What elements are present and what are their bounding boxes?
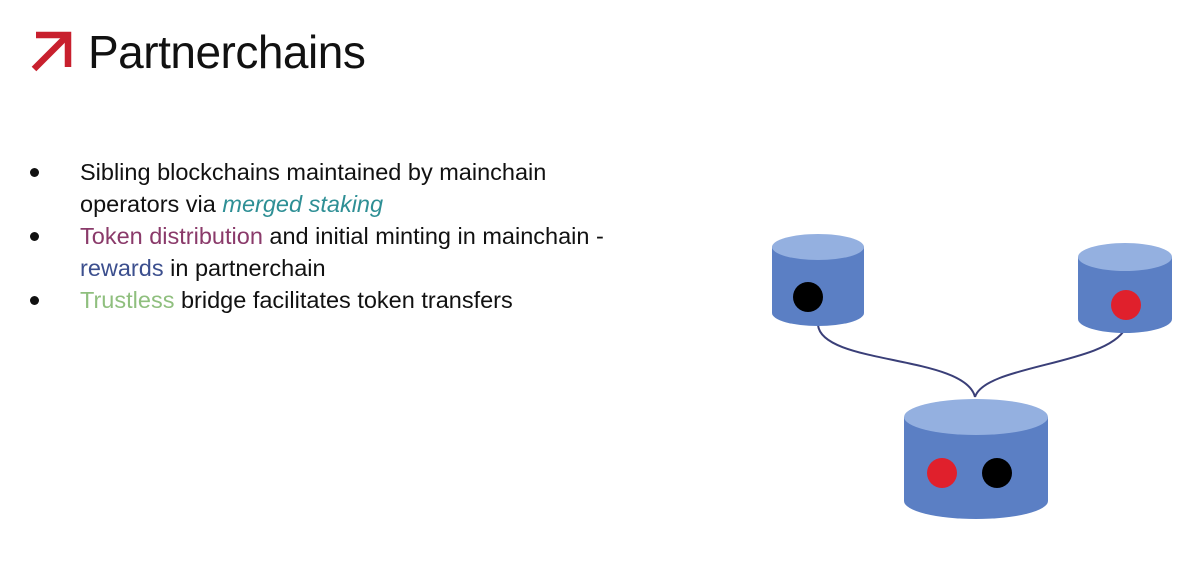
connector-right	[974, 328, 1126, 398]
bullet-dot	[30, 232, 39, 241]
mainchain-cylinder	[904, 399, 1048, 519]
black-token-icon	[982, 458, 1012, 488]
bullet-text: bridge facilitates token transfers	[174, 287, 513, 313]
bullet-text: Sibling blockchains maintained by mainch…	[80, 159, 547, 217]
partnerchain-left-cylinder	[772, 234, 864, 326]
red-token-icon	[1111, 290, 1141, 320]
title-row: Partnerchains	[28, 22, 366, 82]
bullet-item: Sibling blockchains maintained by mainch…	[28, 156, 648, 220]
chain-diagram	[772, 234, 1172, 519]
page-title: Partnerchains	[88, 26, 366, 78]
bullet-item: Token distribution and initial minting i…	[28, 220, 648, 284]
highlight-rewards: rewards	[80, 255, 164, 281]
bullet-text: in partnerchain	[163, 255, 326, 281]
red-token-icon	[927, 458, 957, 488]
bullet-dot	[30, 296, 39, 305]
highlight-merged-staking: merged staking	[222, 191, 384, 217]
partnerchain-right-cylinder	[1078, 243, 1172, 333]
bullet-item: Trustless bridge facilitates token trans…	[28, 284, 648, 316]
highlight-token-distribution: Token distribution	[80, 223, 263, 249]
bullet-dot	[30, 168, 39, 177]
highlight-trustless: Trustless	[80, 287, 175, 313]
black-token-icon	[793, 282, 823, 312]
connector-left	[817, 324, 976, 398]
bullet-text: and initial minting in mainchain -	[262, 223, 604, 249]
bullet-list: Sibling blockchains maintained by mainch…	[28, 156, 648, 316]
arrow-logo-icon	[31, 31, 72, 72]
